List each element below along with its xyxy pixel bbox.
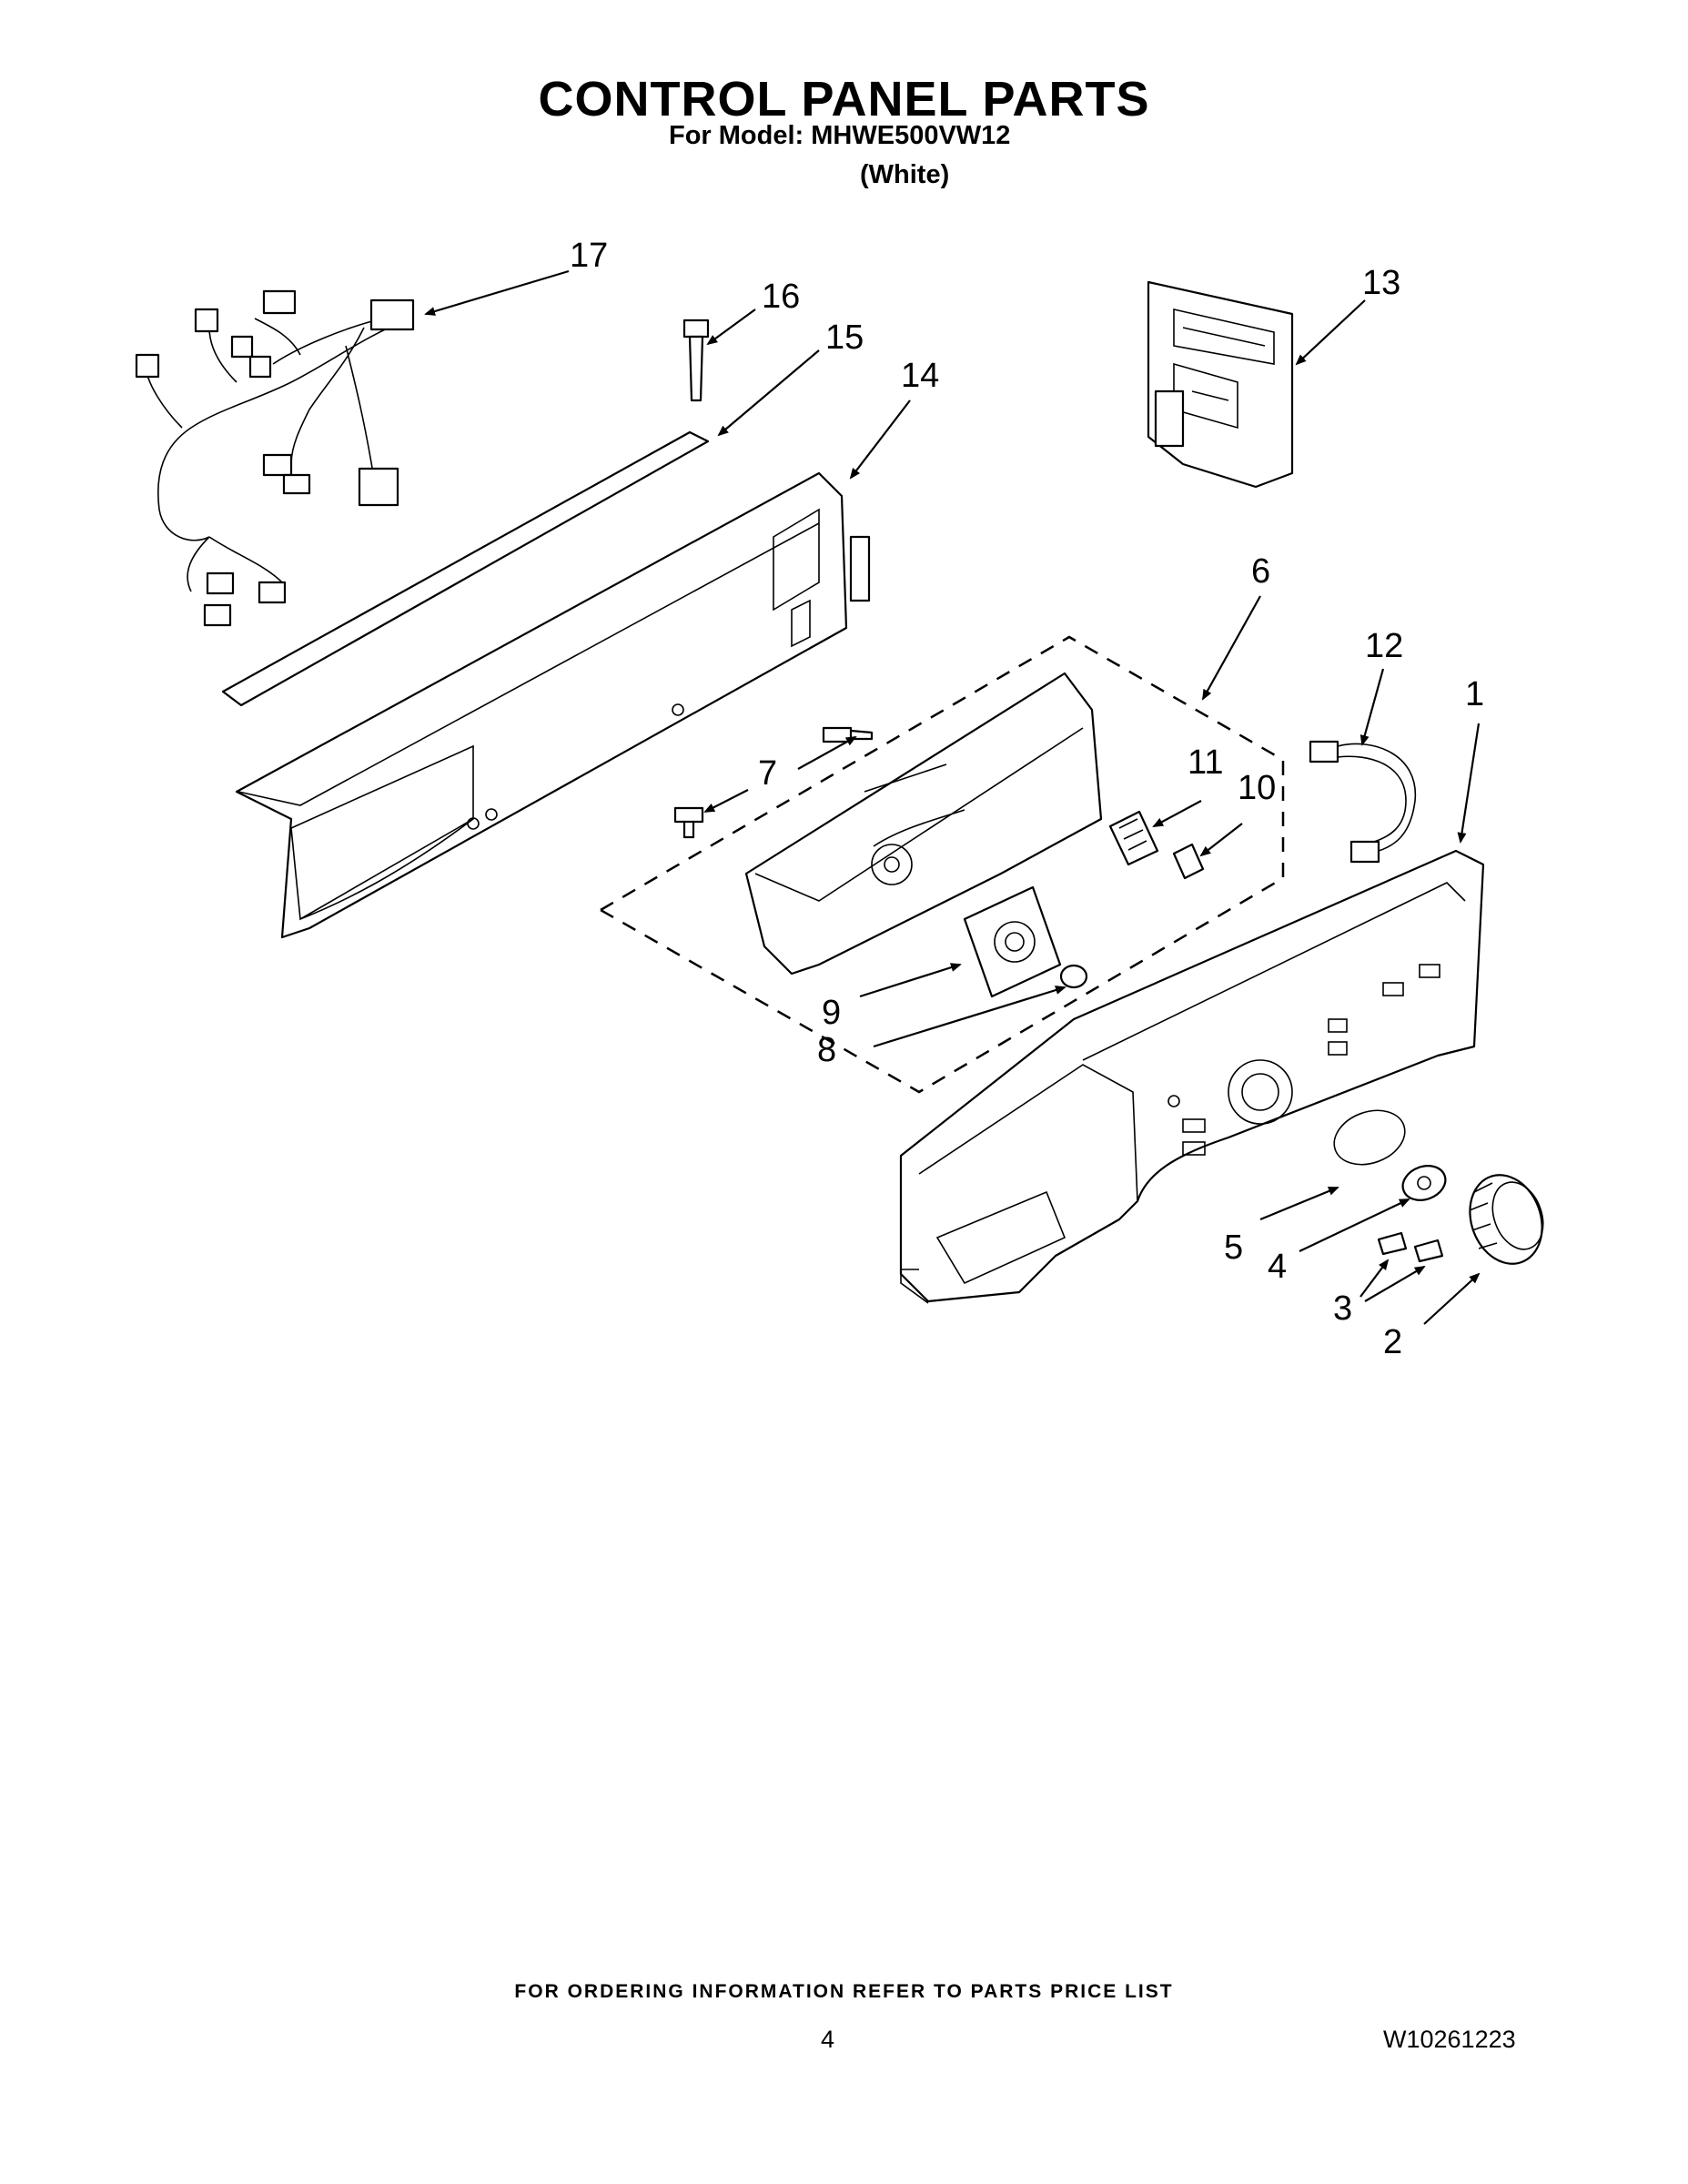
callout-12: 12 (1365, 627, 1403, 665)
color-label: (White) (860, 160, 950, 189)
knob (1469, 1174, 1544, 1265)
console-strip (221, 430, 710, 707)
console-panel (899, 849, 1485, 1304)
leader-lines (424, 269, 1481, 1325)
shaft-adapter (1401, 1165, 1447, 1201)
callout-16: 16 (762, 278, 800, 316)
encoder (963, 885, 1062, 998)
disc (1059, 964, 1088, 989)
ring (1333, 1109, 1406, 1166)
control-board (1147, 280, 1294, 489)
callout-3: 3 (1333, 1289, 1352, 1328)
screw-pair-lower (1377, 1231, 1444, 1263)
callout-2: 2 (1383, 1323, 1402, 1361)
light-pipe (1108, 810, 1159, 866)
callout-9: 9 (822, 994, 841, 1032)
screw (682, 318, 710, 402)
ordering-note: FOR ORDERING INFORMATION REFER TO PARTS … (514, 1981, 1174, 2002)
callout-11: 11 (1188, 743, 1223, 782)
wire-harness (135, 289, 415, 627)
callout-4: 4 (1268, 1248, 1287, 1286)
document-number: W10261223 (1383, 2026, 1516, 2053)
page-title: CONTROL PANEL PARTS (538, 72, 1150, 126)
console-frame (235, 471, 871, 939)
ui-housing (744, 672, 1103, 976)
page-number: 4 (821, 2026, 835, 2053)
callout-5: 5 (1224, 1228, 1243, 1267)
callout-10: 10 (1238, 769, 1276, 807)
callout-7: 7 (758, 754, 777, 793)
callout-15: 15 (825, 318, 864, 357)
callout-6: 6 (1251, 552, 1270, 591)
callout-labels: 1 2 3 4 5 6 7 8 9 10 11 12 13 14 15 16 1… (570, 237, 1484, 1361)
screw-pair (673, 726, 874, 839)
callout-13: 13 (1362, 264, 1400, 302)
small-button (1172, 843, 1205, 880)
callout-1: 1 (1465, 675, 1484, 713)
callout-14: 14 (901, 357, 939, 395)
assembly-group-outline (598, 635, 1285, 1094)
cable (1309, 740, 1417, 864)
callout-8: 8 (817, 1031, 836, 1069)
model-line: For Model: MHWE500VW12 (669, 121, 1011, 150)
callout-17: 17 (570, 237, 608, 275)
